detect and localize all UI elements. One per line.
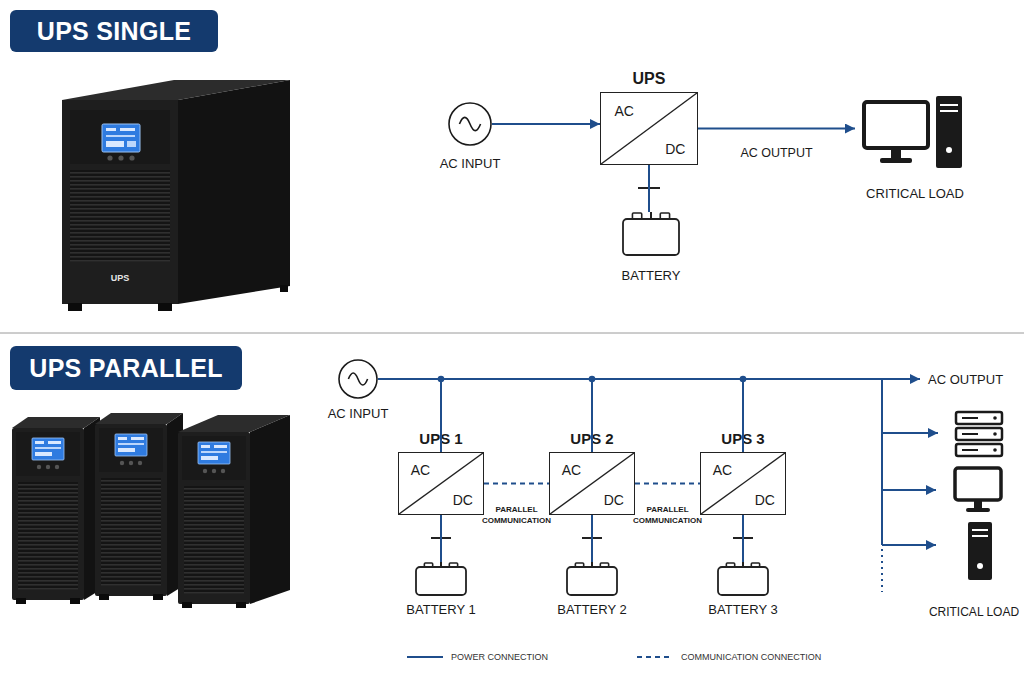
static-wiring [882, 379, 936, 592]
section-banner: UPS SINGLE [10, 10, 218, 52]
ups-unit: UPS 3 AC DC [700, 426, 786, 515]
communication-label: PARALLEL COMMUNICATION [628, 504, 708, 526]
legend-entry: COMMUNICATION CONNECTION [637, 651, 821, 663]
power-line [440, 515, 442, 562]
power-line [378, 379, 441, 452]
node-label: CRITICAL LOAD [866, 186, 964, 202]
battery-symbol [717, 562, 769, 596]
battery: BATTERY 2 [556, 562, 628, 618]
node-label: BATTERY 2 [557, 602, 626, 618]
legend-sample [637, 652, 673, 662]
node-label: BATTERY 3 [708, 602, 777, 618]
power-line [378, 379, 743, 452]
dc-port-label: DC [453, 492, 473, 508]
battery-symbol [622, 212, 680, 256]
ac-port-label: AC [562, 462, 581, 478]
power-line [378, 379, 938, 433]
ups-name: UPS [600, 66, 698, 92]
banner-title: UPS SINGLE [10, 10, 218, 52]
legend-solid-line [407, 656, 443, 658]
ups-name: UPS 2 [549, 426, 635, 452]
output-label: AC OUTPUT [928, 372, 1003, 388]
power-line [492, 123, 600, 125]
legend-dashed-line [637, 656, 673, 658]
power-line [378, 379, 592, 452]
battery-body [416, 567, 466, 595]
battery: BATTERY 3 [707, 562, 779, 618]
node-label: BATTERY [622, 268, 681, 284]
ac-port-label: AC [713, 462, 732, 478]
node-label: AC INPUT [440, 156, 501, 172]
sine-wave [459, 117, 480, 130]
dc-port-label: DC [755, 492, 775, 508]
power-line [698, 128, 855, 130]
banner-title: UPS PARALLEL [10, 346, 242, 390]
critical-load: CRITICAL LOAD [938, 405, 1010, 620]
converter-box: AC DC [398, 452, 484, 515]
ups-parallel-photo [12, 413, 290, 608]
battery-body [623, 219, 679, 255]
node-label: BATTERY 1 [406, 602, 475, 618]
battery-symbol [415, 562, 467, 596]
diagonal-line [701, 453, 785, 514]
converter-box: AC DC [600, 92, 698, 165]
power-line [742, 515, 744, 562]
load-icons-bottom [955, 412, 1002, 580]
junction-dots [438, 376, 747, 383]
ac-source-symbol [448, 102, 492, 146]
line-label: AC OUTPUT [722, 145, 832, 161]
node-label: CRITICAL LOAD [929, 604, 1019, 620]
node-label: AC INPUT [328, 406, 389, 422]
power-line [591, 515, 593, 562]
brand-mark: UPS [111, 270, 130, 286]
diagonal-line [601, 93, 697, 164]
section-divider [0, 333, 1024, 334]
ups-name: UPS 1 [398, 426, 484, 452]
battery: BATTERY 1 [405, 562, 477, 618]
ac-port-label: AC [614, 103, 633, 119]
legend-entry: POWER CONNECTION [407, 651, 548, 663]
ac-source-symbol [338, 359, 378, 399]
ups-unit: UPS AC DC [600, 66, 698, 165]
diagonal-line [550, 453, 634, 514]
battery-body [567, 567, 617, 595]
ac-source: AC INPUT [430, 102, 510, 176]
legend-text: POWER CONNECTION [451, 651, 548, 663]
legend-text: COMMUNICATION CONNECTION [681, 651, 821, 663]
dc-port-label: DC [604, 492, 624, 508]
legend-sample [407, 652, 443, 662]
battery-lead [650, 212, 652, 219]
battery-body [718, 567, 768, 595]
communication-label: PARALLEL COMMUNICATION [477, 504, 557, 526]
converter-box: AC DC [700, 452, 786, 515]
ups-name: UPS 3 [700, 426, 786, 452]
ac-port-label: AC [411, 462, 430, 478]
source-circle [339, 360, 377, 398]
communication-line [484, 483, 549, 485]
ups-tower-photo [62, 80, 290, 311]
critical-load: CRITICAL LOAD [855, 92, 975, 202]
sine-wave [348, 373, 367, 385]
communication-line [635, 483, 700, 485]
section-banner: UPS PARALLEL [10, 346, 242, 390]
ac-source: AC INPUT [318, 359, 398, 425]
power-line [648, 165, 650, 212]
ups-unit: UPS 1 AC DC [398, 426, 484, 515]
source-circle [449, 103, 491, 145]
battery: BATTERY [615, 212, 687, 284]
ups-unit: UPS 2 AC DC [549, 426, 635, 515]
battery-symbol [566, 562, 618, 596]
load-icons-top [864, 96, 962, 168]
diagonal-line [399, 453, 483, 514]
converter-box: AC DC [549, 452, 635, 515]
dc-port-label: DC [665, 141, 685, 157]
